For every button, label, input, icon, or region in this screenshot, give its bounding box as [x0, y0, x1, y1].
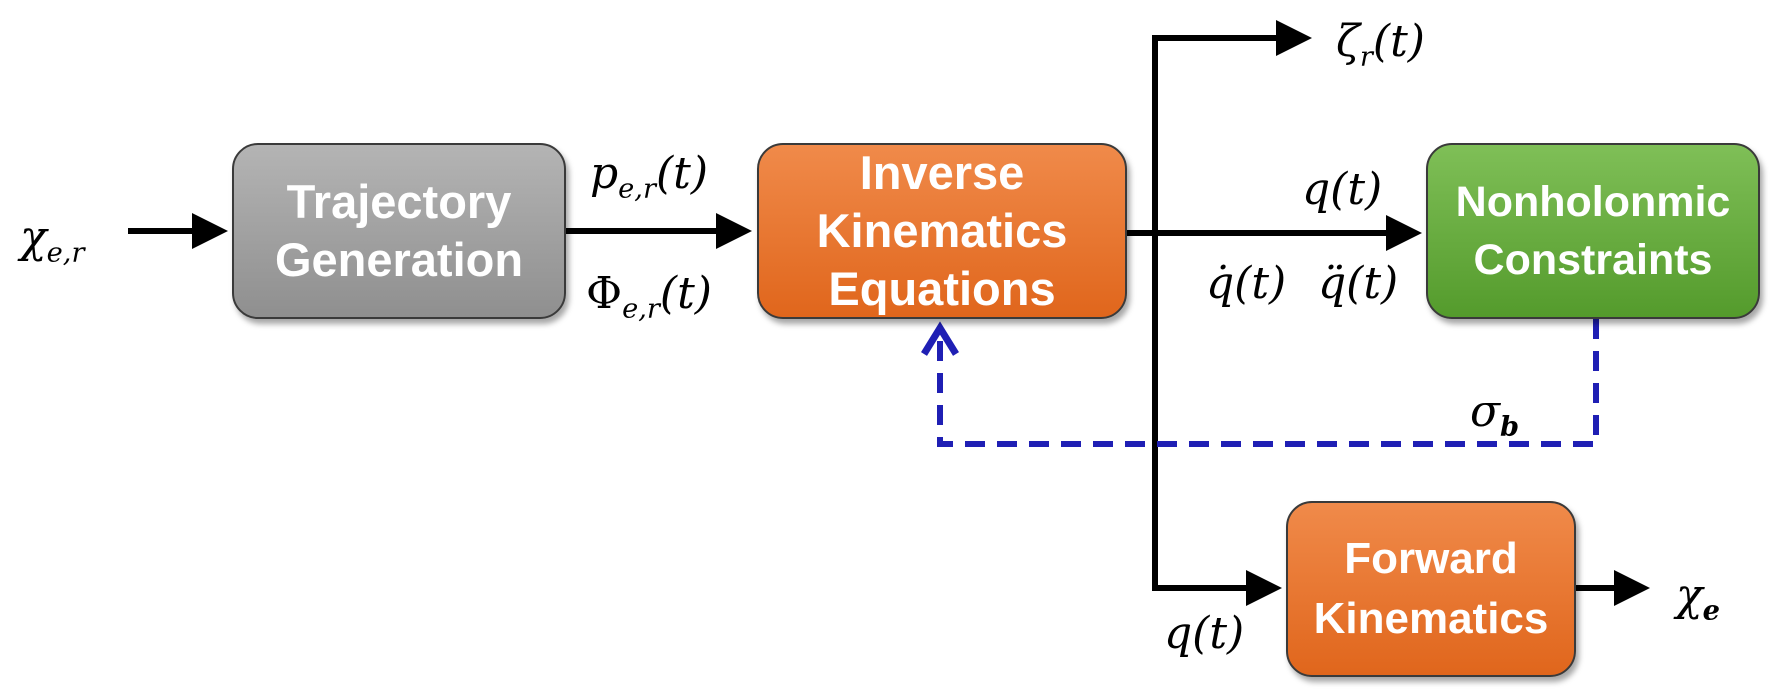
inverse-kinematics-block: Inverse Kinematics Equations	[757, 143, 1127, 319]
trajectory-block-line-1: Trajectory	[286, 175, 512, 228]
orientation-ref-arg: (t)	[659, 268, 712, 319]
sigma-sub: b	[1500, 410, 1520, 443]
nonholonomic-block-line-2: Constraints	[1473, 236, 1713, 284]
output-sub: e	[1702, 594, 1721, 627]
q-top-label: q(t)	[1302, 164, 1383, 215]
orientation-ref-sub: e,r	[622, 293, 660, 325]
fk-block-line-1: Forward	[1344, 534, 1518, 583]
output-label: χe	[1676, 574, 1720, 625]
zeta-label: ζr(t)	[1336, 20, 1425, 71]
q-bottom-label: q(t)	[1164, 608, 1245, 659]
trajectory-block-line-2: Generation	[274, 233, 524, 286]
q-ddot-label: q̈(t)	[1318, 258, 1399, 309]
nonholonomic-block-line-1: Nonholonmic	[1455, 178, 1731, 226]
trajectory-generation-block: Trajectory Generation	[232, 143, 566, 319]
ik-block-line-3: Equations	[828, 262, 1056, 315]
position-ref-sub: e,r	[618, 173, 657, 205]
sigma-label: σb	[1470, 390, 1519, 441]
position-ref-base: p	[590, 148, 619, 199]
orientation-ref-base: Φ	[586, 268, 623, 319]
nonholonomic-constraints-block: Nonholonmic Constraints	[1426, 143, 1760, 319]
zeta-base: ζ	[1336, 16, 1360, 67]
sigma-base: σ	[1470, 386, 1501, 437]
position-ref-label: pe,r(t)	[590, 152, 708, 203]
position-ref-arg: (t)	[656, 148, 709, 199]
zeta-sub: r	[1359, 41, 1373, 73]
feedback-arrowhead	[921, 321, 959, 356]
forward-kinematics-block: Forward Kinematics	[1286, 501, 1576, 677]
zeta-arg: (t)	[1372, 16, 1425, 67]
q-dot-label: q̇(t)	[1206, 258, 1287, 309]
input-label: χe,r	[20, 216, 85, 267]
ik-block-line-1: Inverse	[859, 146, 1025, 199]
output-base: χ	[1676, 570, 1703, 621]
orientation-ref-label: Φe,r(t)	[586, 272, 712, 323]
input-label-base: χ	[20, 212, 47, 263]
ik-block-line-2: Kinematics	[816, 204, 1068, 257]
feedback-dashed-line	[937, 319, 1599, 447]
fk-block-line-2: Kinematics	[1313, 594, 1549, 643]
input-label-sub: e,r	[46, 237, 85, 269]
